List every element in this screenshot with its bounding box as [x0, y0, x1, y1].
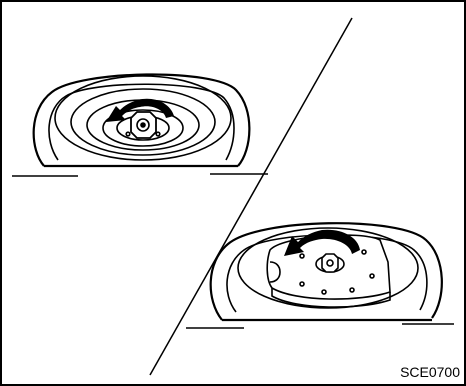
figure-code-label: SCE0700	[400, 364, 460, 380]
spare-tire-upper-icon	[12, 74, 268, 176]
divider-line	[150, 18, 352, 375]
